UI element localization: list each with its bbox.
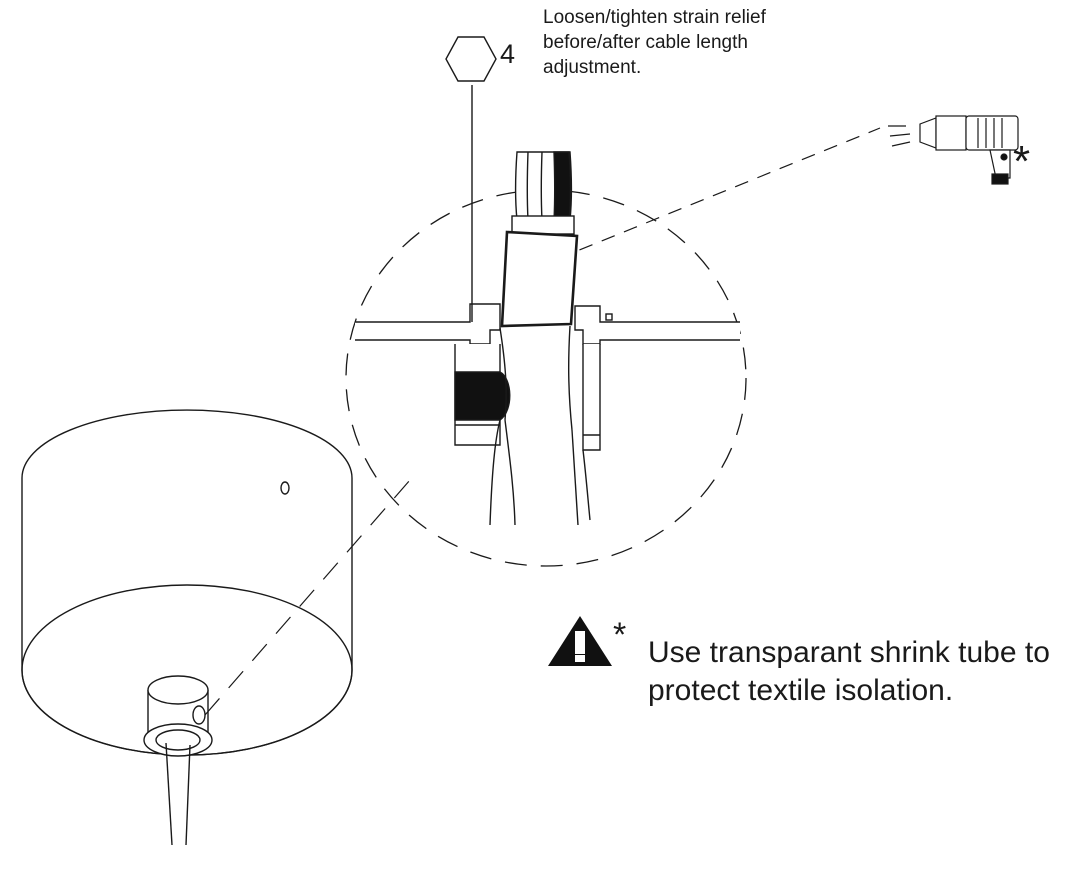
heatgun-footnote-marker: * <box>1013 137 1031 186</box>
strain-relief-nut <box>454 371 511 421</box>
strain-relief-detail <box>355 151 740 526</box>
heatgun-leader-line <box>534 127 881 269</box>
warning-footnote-marker: * <box>613 616 627 654</box>
warning-triangle-icon <box>548 616 612 666</box>
hex-key-size-label: 4 <box>500 39 516 69</box>
canopy-screw-hole <box>280 481 290 495</box>
cable-dark-band <box>553 151 572 221</box>
hex-key-icon <box>445 36 497 82</box>
warning-text-line1: Use transparant shrink tube to <box>648 636 1050 669</box>
detail-leader-line <box>204 479 411 716</box>
warning-text: Use transparant shrink tube to protect t… <box>648 634 1068 710</box>
pendant-cable <box>165 742 191 846</box>
canopy-bushing <box>143 675 213 757</box>
strain-relief-instruction: Loosen/tighten strain relief before/afte… <box>543 7 766 78</box>
heat-gun-icon <box>888 115 1019 185</box>
shrink-tube <box>500 230 579 328</box>
warning-text-line2: protect textile isolation. <box>648 674 954 707</box>
